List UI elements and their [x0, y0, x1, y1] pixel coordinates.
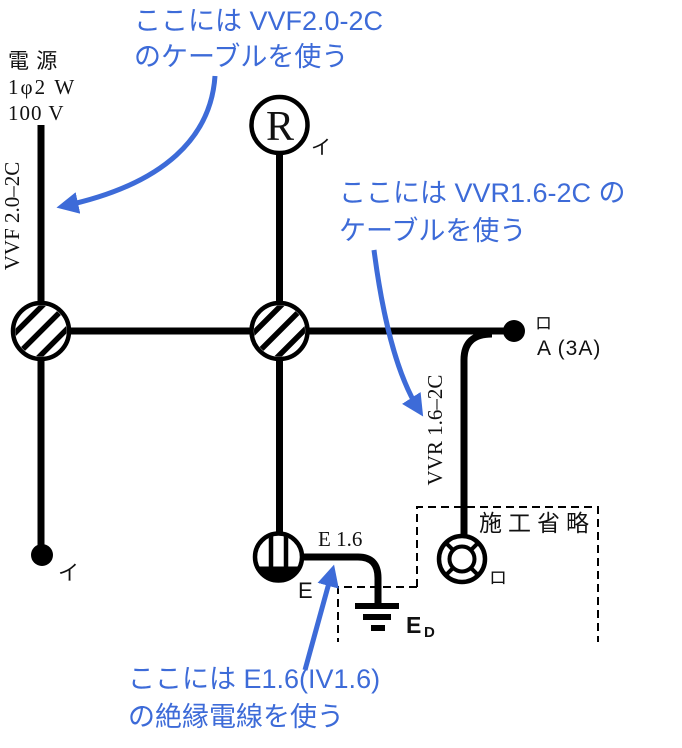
annotation-vvf-line1: ここには VVF2.0-2C [134, 6, 383, 36]
circuit-mark-i-top: イ [311, 137, 331, 159]
ceiling-fixture-symbol [436, 533, 488, 585]
circuit-mark-ro-top: ロ [535, 314, 552, 333]
power-source-line2: 1φ2 W [8, 75, 76, 99]
lamp-receptacle-letter: R [266, 104, 294, 150]
circuit-mark-i-bottom: イ [58, 561, 79, 585]
annotation-vvr-arrow [371, 249, 424, 417]
ammeter-rating-label: A (3A) [537, 337, 601, 360]
annotation-vvr-line2: ケーブルを使う [339, 216, 526, 246]
annotation-iv: ここには E1.6(IV1.6) の絶縁電線を使う [128, 564, 380, 732]
outlet-earth-mark: E [298, 578, 313, 603]
annotation-vvr-line1: ここには VVR1.6-2C の [339, 178, 626, 208]
vvr-conductor [460, 330, 493, 537]
terminal-dot-ro [503, 320, 525, 342]
annotation-iv-line1: ここには E1.6(IV1.6) [128, 664, 380, 694]
annotation-iv-arrow [302, 564, 339, 671]
annotation-vvf: ここには VVF2.0-2C のケーブルを使う [56, 6, 383, 214]
terminal-dot-i [31, 544, 53, 566]
power-source-label: 電 源 1φ2 W 100 V [8, 49, 76, 125]
annotation-vvr: ここには VVR1.6-2C の ケーブルを使う [339, 178, 626, 417]
lamp-receptacle-symbol: R [249, 94, 310, 156]
circuit-mark-ro-bottom: ロ [489, 568, 507, 588]
junction-box-left [10, 300, 72, 362]
ground-symbol [355, 603, 399, 631]
earth-conductor [300, 553, 382, 603]
annotation-iv-line2: の絶縁電線を使う [128, 702, 344, 732]
ground-label-d: D [424, 624, 435, 641]
earth-wire-label: E 1.6 [318, 527, 362, 551]
outlet-symbol [252, 531, 305, 583]
junction-box-right [249, 300, 310, 362]
ground-label-e: E [406, 612, 421, 638]
annotation-vvf-line2: のケーブルを使う [134, 42, 348, 72]
omitted-box-label: 施工省略 [479, 511, 595, 536]
omitted-box-outline-main [416, 506, 599, 642]
vvf-cable-label: VVF 2.0–2C [0, 162, 24, 271]
power-source-line1: 電 源 [8, 49, 58, 73]
annotation-vvf-arrow [56, 75, 218, 214]
power-source-line3: 100 V [8, 101, 65, 125]
vvr-cable-label: VVR 1.6–2C [423, 375, 447, 486]
